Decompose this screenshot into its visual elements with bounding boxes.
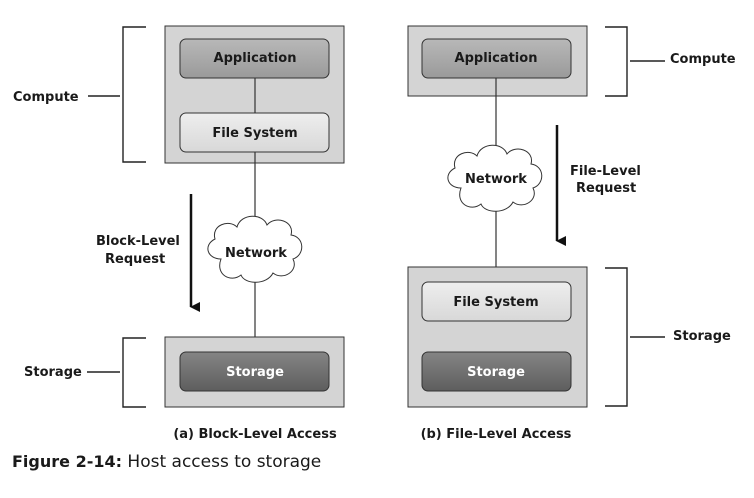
figure-number: Figure 2-14:: [12, 452, 123, 471]
storage-box-b: [421, 351, 572, 392]
request-label-a-line2: Request: [105, 252, 165, 267]
compute-bracket-b: [605, 26, 628, 97]
network-label-b: Network: [465, 172, 527, 187]
figure-caption: Figure 2-14: Host access to storage: [12, 452, 321, 472]
application-box-b: [421, 38, 572, 79]
file-system-box-a: [179, 112, 330, 153]
request-label-b-line2: Request: [576, 181, 636, 196]
file-system-label-b: File System: [453, 295, 538, 310]
file-system-box-b: [421, 281, 572, 322]
application-label-b: Application: [455, 51, 538, 66]
panel-a: Compute Application File System Network …: [13, 25, 345, 442]
storage-label-a: Storage: [226, 365, 284, 380]
panel-b: Application Compute Network File-Level R…: [407, 25, 736, 442]
compute-label-b: Compute: [670, 52, 736, 67]
network-label-a: Network: [225, 246, 287, 261]
caption-a: (a) Block-Level Access: [173, 427, 337, 442]
file-system-label-a: File System: [212, 126, 297, 141]
storage-side-label-b: Storage: [673, 329, 731, 344]
storage-label-b: Storage: [467, 365, 525, 380]
storage-bracket-a: [122, 337, 146, 408]
application-box-a: [179, 38, 330, 79]
storage-side-label-a: Storage: [24, 365, 82, 380]
request-label-a-line1: Block-Level: [96, 234, 180, 249]
storage-bracket-b: [605, 267, 628, 407]
storage-box-a: [179, 351, 330, 392]
application-label-a: Application: [214, 51, 297, 66]
request-label-b-line1: File-Level: [570, 164, 641, 179]
compute-bracket-a: [122, 26, 146, 163]
compute-label-a: Compute: [13, 90, 79, 105]
caption-b: (b) File-Level Access: [421, 427, 572, 442]
figure-title: Host access to storage: [122, 452, 322, 472]
